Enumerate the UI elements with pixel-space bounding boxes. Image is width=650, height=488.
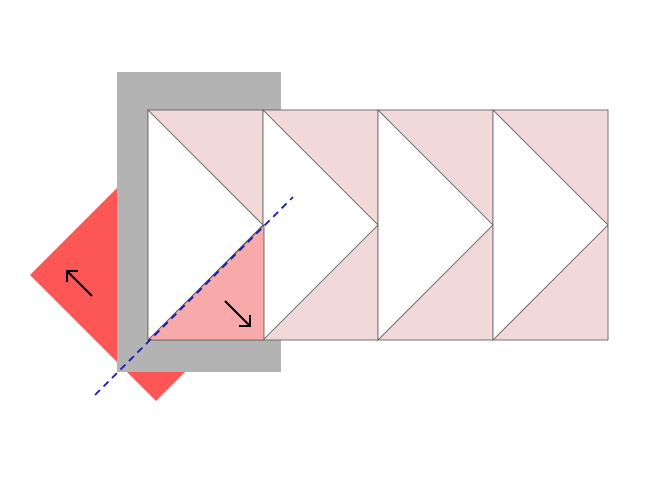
- arrow-down-right-icon: [224, 300, 251, 327]
- tile-strip: [147, 109, 609, 341]
- fold-line-dashed: [94, 196, 294, 396]
- tile-triangle: [262, 109, 379, 341]
- arrow-up-left-icon: [66, 270, 93, 297]
- tile-triangle: [377, 109, 494, 341]
- tile-triangle: [492, 109, 609, 341]
